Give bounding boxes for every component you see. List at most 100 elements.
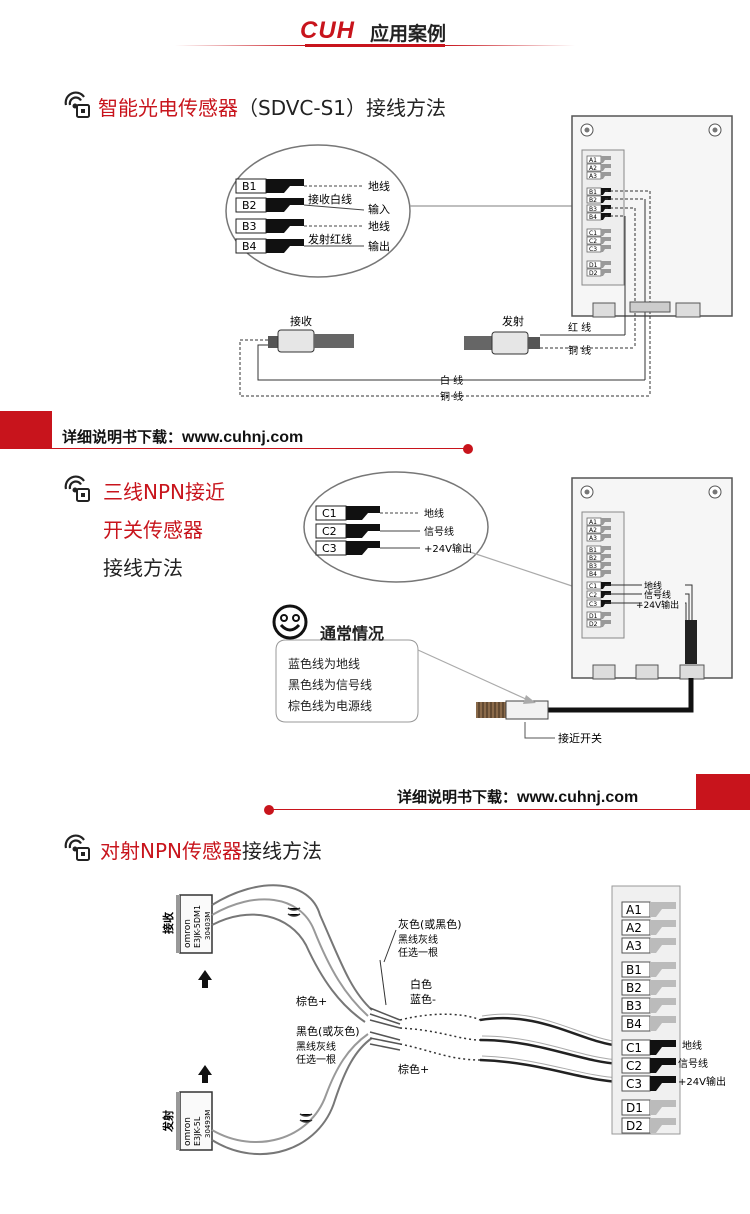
ctrl2-terminal-label: B2: [589, 555, 597, 562]
download-bar-2-dot: [264, 805, 274, 815]
tb3-terminal-label: D2: [626, 1119, 643, 1133]
note-line-3: 棕色线为电源线: [288, 699, 373, 713]
header-line-right: [445, 45, 575, 46]
download-url-1[interactable]: www.cuhnj.com: [182, 429, 304, 446]
note-line-2: 黑色线为信号线: [288, 678, 373, 692]
ctrl2-terminal-label: D2: [589, 621, 598, 628]
download-bar-1-red-block: [0, 411, 52, 449]
callout-term-b4: B4: [242, 240, 257, 253]
callout-terminals-2: C1 C2 C3: [315, 505, 380, 556]
receiver-sensor-1: [268, 329, 354, 353]
download-url-2[interactable]: www.cuhnj.com: [517, 789, 639, 806]
wire3-gray-or-black: 灰色(或黑色): [398, 917, 462, 931]
callout-term-b2: B2: [242, 199, 257, 212]
ctrl2-label-signal: 信号线: [644, 589, 671, 601]
callout-emit-red: 发射红线: [308, 232, 352, 246]
tb3-terminal-tab: [650, 1016, 676, 1031]
ctrl1-terminal-label: B3: [589, 206, 597, 213]
wire3-white: 白色: [410, 977, 432, 991]
tb3-label-signal: 信号线: [678, 1057, 708, 1070]
wire3-brown-plus-top: 棕色+: [296, 994, 327, 1008]
section3-title-rest: 接线方法: [241, 839, 322, 863]
ctrl1-terminal-label: D1: [589, 262, 598, 269]
download-label-2: 详细说明书下载：: [397, 788, 518, 806]
header-line-left: [175, 45, 305, 46]
tb3-terminal-label: A1: [626, 903, 642, 917]
ctrl1-terminal-label: A2: [589, 165, 597, 172]
receiver-brand: omron: [183, 919, 193, 948]
callout2-term-c3: C3: [322, 542, 337, 555]
download-bar-1: 详细说明书下载：www.cuhnj.com: [0, 411, 750, 461]
wire3-pick-b1: 黑线灰线: [296, 1040, 336, 1053]
tb3-terminal-label: D1: [626, 1101, 643, 1115]
ctrl2-terminal-label: A1: [589, 519, 597, 526]
wire-label-copper-2: 铜 线: [440, 390, 463, 403]
ctrl1-terminal-label: C3: [589, 246, 597, 253]
ctrl1-terminal-label: C2: [589, 238, 597, 245]
tb3-terminal-tab: [650, 1100, 676, 1115]
download-link-2[interactable]: 详细说明书下载：www.cuhnj.com: [397, 786, 638, 807]
ctrl1-terminal-label: A1: [589, 157, 597, 164]
ctrl2-terminal-label: A3: [589, 535, 597, 542]
wire3-pick-a2: 任选一根: [398, 946, 438, 959]
ctrl1-terminal-label: A3: [589, 173, 597, 180]
section2-title-line3: 接线方法: [103, 556, 183, 580]
tb3-terminal-label: C2: [626, 1059, 642, 1073]
emitter-model: E3JK-5L: [193, 1116, 202, 1146]
ctrl1-terminal-label: C1: [589, 230, 597, 237]
callout2-term-c1: C1: [322, 507, 337, 520]
tb3-terminal-tab: [650, 902, 676, 917]
callout-ground-1: 地线: [368, 179, 390, 193]
receiver-code: 30403M: [204, 912, 212, 940]
ctrl2-terminal-tab: [601, 534, 611, 541]
note-title: 通常情况: [320, 624, 385, 643]
tb3-terminal-label: C3: [626, 1077, 642, 1091]
ctrl1-terminal-label: B2: [589, 197, 597, 204]
emitter-code: 30493M: [204, 1110, 212, 1138]
tb3-terminal-label: A3: [626, 939, 642, 953]
wire3-brown-plus-bottom: 棕色+: [398, 1062, 429, 1076]
tb3-terminal-label: B4: [626, 1017, 642, 1031]
tb3-terminal-tab: [650, 962, 676, 977]
brand-logo: CUH: [300, 17, 355, 44]
ctrl1-terminal-tab: [601, 237, 611, 244]
emit-sensor-label: 发射: [502, 314, 524, 328]
section1-title-red: 智能光电传感器: [98, 96, 238, 120]
section2-diagram: C1 C2 C3 地线 信号线 +24V输出 A1A2A3B1B2B3B4C1C…: [275, 471, 733, 745]
ctrl1-terminal-tab: [601, 156, 611, 163]
smiley-icon: [271, 603, 309, 641]
recv-sensor-label: 接收: [290, 314, 312, 328]
note-line-1: 蓝色线为地线: [288, 657, 361, 671]
ctrl1-terminal-label: B4: [589, 214, 597, 221]
download-bar-2-red-block: [696, 774, 750, 810]
ctrl2-label-ground: 地线: [644, 580, 662, 592]
tb3-terminal-label: B1: [626, 963, 642, 977]
section3-title: 对射NPN传感器接线方法: [100, 835, 322, 864]
ctrl1-terminal-tab: [601, 164, 611, 171]
section2-title-line2: 开关传感器: [103, 518, 203, 542]
section2-title-line1: 三线NPN接近: [103, 480, 225, 504]
tb3-label-ground: 地线: [682, 1039, 702, 1052]
section1-title-rest: （SDVC-S1）接线方法: [238, 96, 447, 120]
ctrl2-terminal-label: A2: [589, 527, 597, 534]
callout2-term-c2: C2: [322, 525, 337, 538]
sensor-icon: [62, 91, 92, 119]
wire3-pick-b2: 任选一根: [296, 1053, 336, 1066]
tb3-label-24v: +24V输出: [678, 1075, 726, 1088]
callout2-label-24v: +24V输出: [424, 542, 472, 555]
callout-terminals: B1 B2 B3 B4: [235, 178, 304, 254]
tb3-terminal-label: B3: [626, 999, 642, 1013]
ctrl2-terminal-tab: [601, 526, 611, 533]
ctrl2-terminal-tab: [601, 570, 611, 577]
download-link-1[interactable]: 详细说明书下载：www.cuhnj.com: [62, 426, 303, 447]
wire3-pick-a1: 黑线灰线: [398, 933, 438, 946]
tb3-terminal-label: A2: [626, 921, 642, 935]
callout-ground-2: 地线: [368, 219, 390, 233]
tb3-terminal-tab: [650, 1118, 676, 1133]
ctrl2-terminal-label: C3: [589, 601, 597, 608]
proximity-switch: [476, 700, 549, 720]
ctrl2-terminal-label: B1: [589, 547, 597, 554]
tb3-terminal-tab: [650, 998, 676, 1013]
